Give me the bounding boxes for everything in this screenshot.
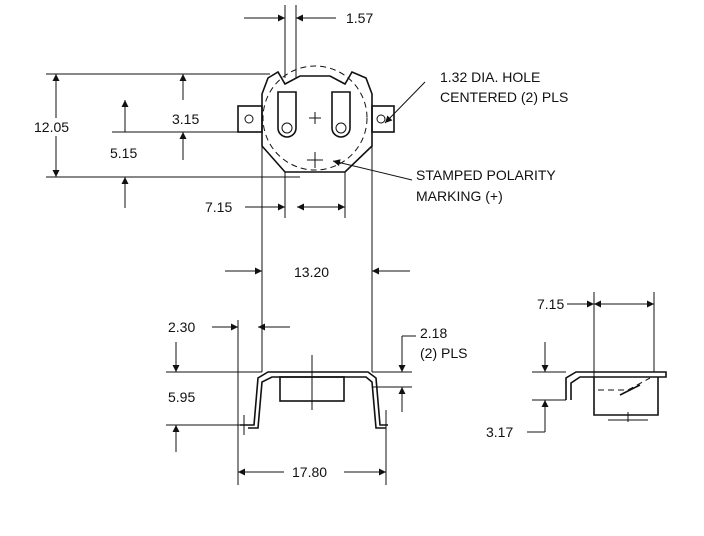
- dim-hole-offset-label: 3.15: [172, 111, 199, 127]
- dim-overall-width-label: 17.80: [292, 464, 327, 480]
- dim-tab-height-label: 2.18: [420, 325, 447, 341]
- top-view: [237, 5, 395, 173]
- left-mount-hole: [244, 114, 254, 124]
- dim-tab-height-note: (2) PLS: [420, 345, 467, 361]
- holder-body-outline: [261, 70, 373, 173]
- left-mount-tab: [237, 105, 263, 133]
- dim-overall-width: 17.80: [238, 464, 386, 480]
- note-hole: 1.32 DIA. HOLE CENTERED (2) PLS: [384, 69, 568, 124]
- battery-outline: [262, 65, 368, 171]
- dim-tab-height: 2.18 (2) PLS: [398, 325, 467, 412]
- front-profile-outer: [240, 371, 388, 426]
- note-polarity-line1: STAMPED POLARITY: [416, 167, 556, 183]
- right-mount-hole: [376, 114, 386, 124]
- dim-hole-offset: 3.15: [172, 74, 199, 160]
- dim-side-width-label: 7.15: [537, 296, 564, 312]
- contact-left: [277, 91, 297, 138]
- dim-side-height-small: 3.17: [486, 342, 549, 440]
- side-profile: [565, 371, 667, 400]
- dim-lower-offset: 5.15: [110, 100, 137, 208]
- dim-body-width: 13.20: [225, 264, 410, 280]
- dim-lead-spacing-label: 1.57: [346, 10, 373, 26]
- dim-tab-inset: 2.30: [168, 319, 290, 335]
- dim-body-width-label: 13.20: [294, 264, 329, 280]
- dim-overall-height: 12.05: [34, 74, 69, 177]
- side-view: [565, 371, 667, 422]
- dim-center-width: 7.15: [205, 199, 345, 215]
- note-hole-line2: CENTERED (2) PLS: [440, 89, 568, 105]
- dim-lead-spacing: 1.57: [244, 10, 373, 26]
- dim-center-width-label: 7.15: [205, 199, 232, 215]
- dim-side-height-label: 5.95: [168, 389, 195, 405]
- dim-side-height: 5.95: [168, 342, 195, 452]
- front-profile-inner: [248, 376, 386, 429]
- dim-overall-height-label: 12.05: [34, 119, 69, 135]
- dim-side-height-small-label: 3.17: [486, 424, 513, 440]
- dim-side-width: 7.15: [537, 296, 654, 312]
- right-mount-tab: [371, 105, 395, 133]
- note-polarity: STAMPED POLARITY MARKING (+): [332, 159, 556, 204]
- note-polarity-line2: MARKING (+): [416, 188, 503, 204]
- side-body: [593, 377, 659, 416]
- contact-right: [331, 91, 351, 138]
- dim-lower-offset-label: 5.15: [110, 145, 137, 161]
- dim-tab-inset-label: 2.30: [168, 319, 195, 335]
- front-view: [234, 355, 388, 435]
- note-hole-line1: 1.32 DIA. HOLE: [440, 69, 540, 85]
